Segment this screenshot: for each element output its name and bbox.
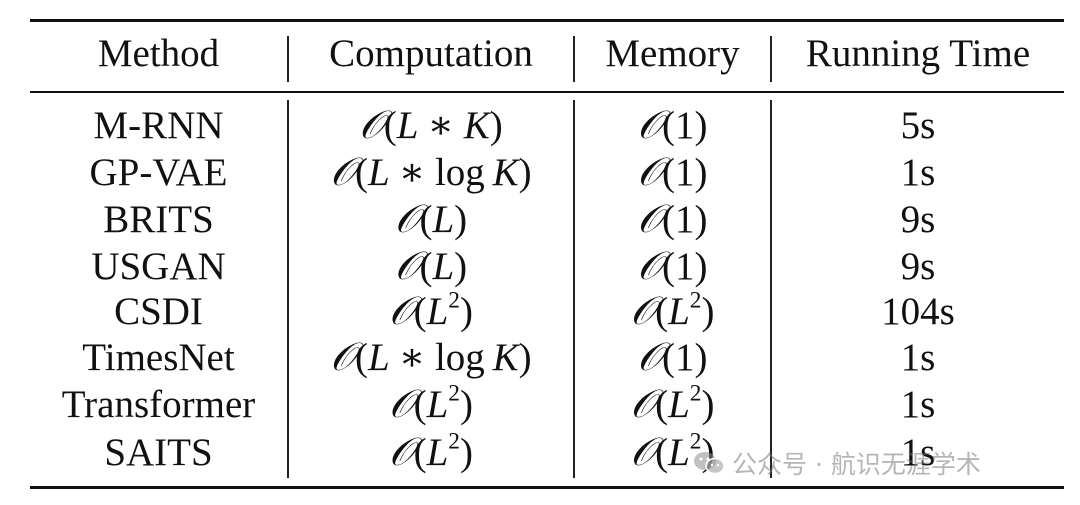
method-cell: M-RNN xyxy=(93,104,224,147)
column-divider-1-body xyxy=(287,100,289,478)
computation-cell: 𝒪(L ∗ log K) xyxy=(330,335,532,380)
running-time-cell: 1s xyxy=(900,151,936,194)
computation-cell: 𝒪(L) xyxy=(394,244,468,289)
method-cell: SAITS xyxy=(104,431,213,474)
memory-cell: 𝒪(1) xyxy=(637,335,708,380)
table-top-rule xyxy=(30,19,1064,22)
computation-cell: 𝒪(L2) xyxy=(389,287,473,334)
column-divider-3-body xyxy=(770,100,772,478)
running-time-cell: 9s xyxy=(900,245,936,288)
header-memory: Memory xyxy=(605,32,740,75)
column-divider-3-header xyxy=(770,36,772,82)
computation-cell: 𝒪(L) xyxy=(394,197,468,242)
memory-cell: 𝒪(1) xyxy=(637,150,708,195)
computation-cell: 𝒪(L2) xyxy=(389,380,473,427)
memory-cell: 𝒪(L2) xyxy=(630,428,715,475)
header-method: Method xyxy=(97,32,220,75)
memory-cell: 𝒪(1) xyxy=(637,244,708,289)
column-divider-2-body xyxy=(573,100,575,478)
memory-cell: 𝒪(1) xyxy=(637,197,708,242)
method-cell: TimesNet xyxy=(82,336,235,379)
method-cell: Transformer xyxy=(61,383,256,426)
header-running-time: Running Time xyxy=(805,32,1031,75)
method-cell: USGAN xyxy=(91,245,226,288)
method-cell: GP-VAE xyxy=(89,151,228,194)
running-time-cell: 1s xyxy=(900,383,936,426)
running-time-cell: 1s xyxy=(900,431,936,474)
table-header-rule xyxy=(30,91,1064,93)
column-divider-1-header xyxy=(287,36,289,82)
computation-cell: 𝒪(L ∗ log K) xyxy=(330,150,532,195)
method-cell: CSDI xyxy=(114,290,203,333)
memory-cell: 𝒪(L2) xyxy=(630,380,715,427)
running-time-cell: 9s xyxy=(900,198,936,241)
column-divider-2-header xyxy=(573,36,575,82)
table-bottom-rule xyxy=(30,486,1064,489)
running-time-cell: 104s xyxy=(881,290,955,333)
watermark-text: 公众号 · 航识无涯学术 xyxy=(732,450,981,479)
memory-cell: 𝒪(1) xyxy=(637,103,708,148)
running-time-cell: 5s xyxy=(900,104,936,147)
computation-cell: 𝒪(L2) xyxy=(389,428,473,475)
watermark: 公众号 · 航识无涯学术 xyxy=(692,445,981,481)
computation-cell: 𝒪(L ∗ K) xyxy=(359,103,503,148)
header-computation: Computation xyxy=(329,32,533,75)
wechat-icon xyxy=(692,450,726,476)
running-time-cell: 1s xyxy=(900,336,936,379)
memory-cell: 𝒪(L2) xyxy=(630,287,715,334)
method-cell: BRITS xyxy=(103,198,214,241)
